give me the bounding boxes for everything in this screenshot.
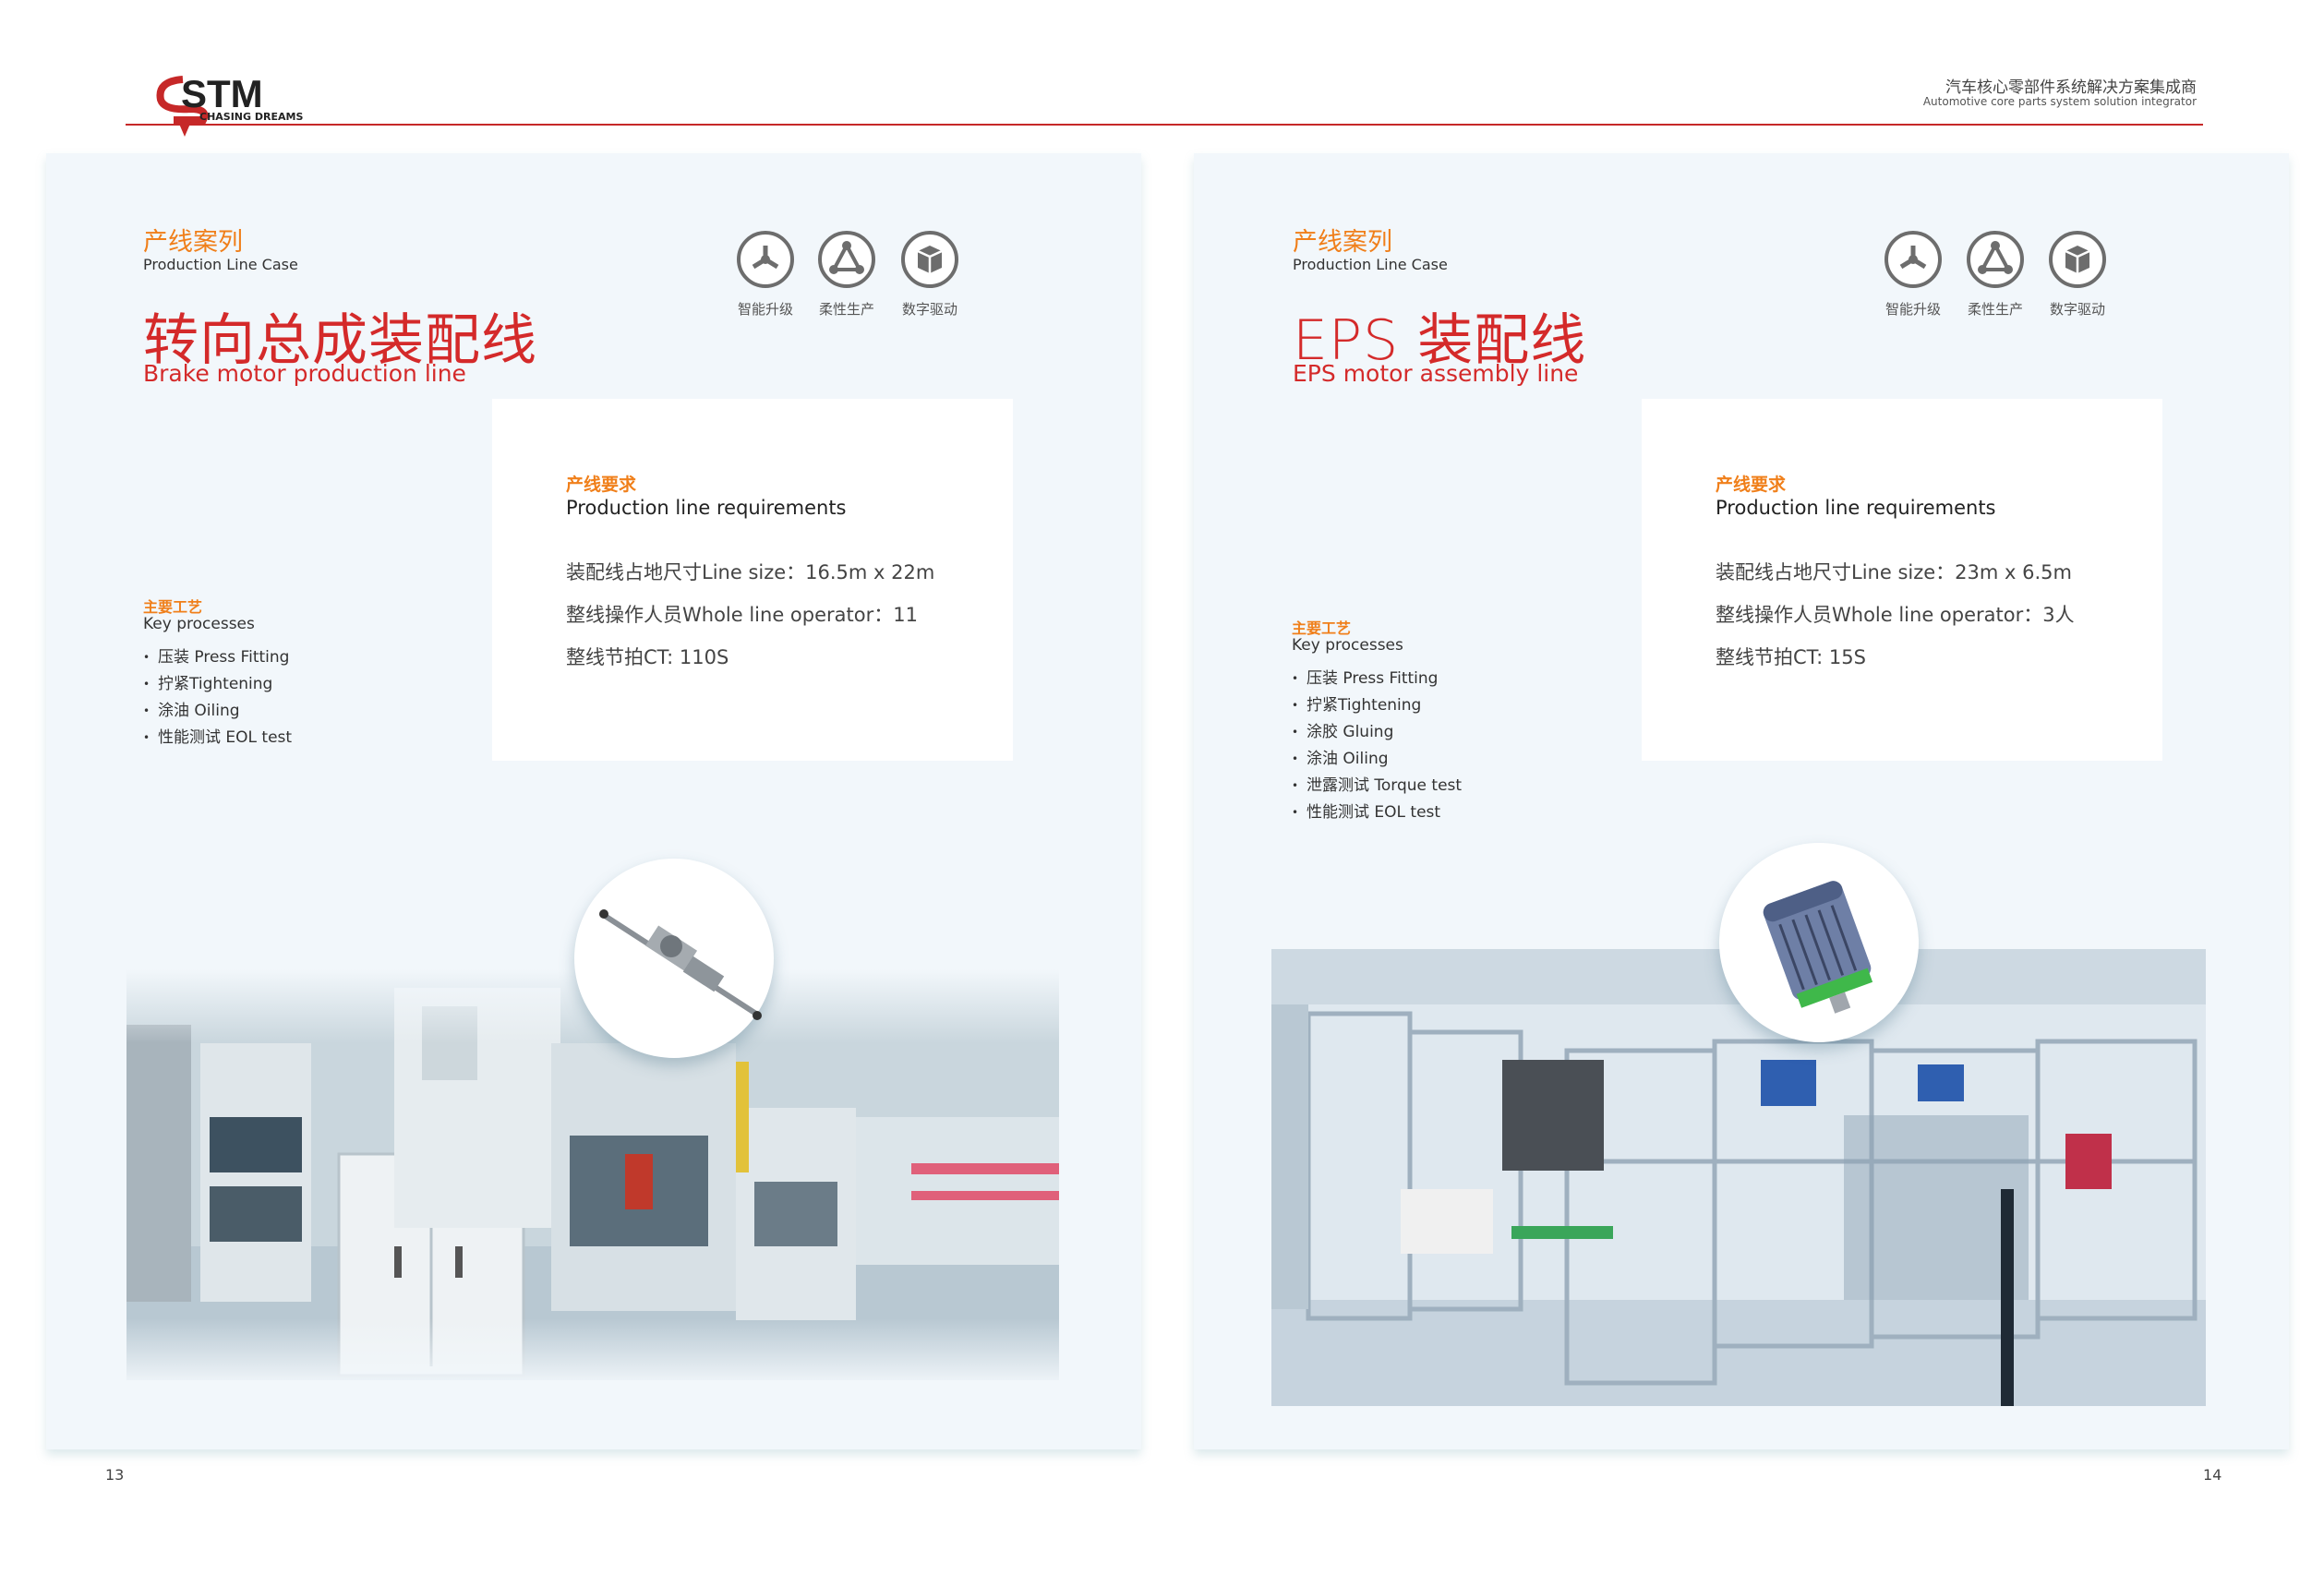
left-requirements-box: 产线要求 Production line requirements 装配线占地尺…: [492, 399, 1013, 761]
right-req-line-operator: 整线操作人员Whole line operator：3人: [1716, 604, 2075, 626]
right-key-processes-cn: 主要工艺: [1292, 619, 1352, 637]
right-key-processes-en: Key processes: [1292, 636, 1403, 655]
right-req-line-size: 装配线占地尺寸Line size：23m x 6.5m: [1716, 561, 2072, 583]
list-item: 性能测试 EOL test: [143, 725, 292, 751]
page-number-left: 13: [105, 1466, 125, 1484]
logo-text: STM: [181, 72, 263, 115]
list-item: 拧紧Tightening: [1292, 692, 1462, 719]
right-title-cn: EPS 装配线: [1293, 308, 1587, 373]
feature-digital-drive: 数字驱动: [897, 231, 962, 319]
tagline-en: Automotive core parts system solution in…: [1922, 95, 2197, 108]
list-item: 性能测试 EOL test: [1292, 800, 1462, 826]
left-req-line-operator: 整线操作人员Whole line operator：11: [566, 604, 918, 626]
feature-smart-upgrade: 智能升级: [1881, 231, 1945, 319]
stm-logo: STM CHASING DREAMS: [155, 72, 303, 142]
left-process-list: 压装 Press Fitting 拧紧Tightening 涂油 Oiling …: [143, 644, 292, 751]
feature-label: 数字驱动: [2049, 301, 2105, 318]
right-case-label-en: Production Line Case: [1293, 256, 1448, 273]
list-item: 压装 Press Fitting: [143, 644, 292, 671]
left-title-cn: 转向总成装配线: [143, 308, 537, 373]
right-req-heading-cn: 产线要求: [1716, 475, 1787, 495]
header-divider: [126, 124, 2203, 126]
right-requirements-box: 产线要求 Production line requirements 装配线占地尺…: [1642, 399, 2162, 761]
left-req-line-size: 装配线占地尺寸Line size：16.5m x 22m: [566, 561, 935, 583]
flexible-production-icon: [818, 231, 875, 288]
feature-label: 智能升级: [1884, 301, 1941, 318]
smart-upgrade-icon: [737, 231, 794, 288]
list-item: 涂油 Oiling: [1292, 746, 1462, 773]
right-process-list: 压装 Press Fitting 拧紧Tightening 涂胶 Gluing …: [1292, 666, 1462, 826]
feature-label: 柔性生产: [818, 301, 874, 318]
left-title-en: Brake motor production line: [143, 360, 466, 387]
feature-label: 智能升级: [737, 301, 793, 318]
left-req-heading-cn: 产线要求: [566, 475, 637, 495]
list-item: 拧紧Tightening: [143, 671, 292, 698]
flexible-production-icon: [1967, 231, 2024, 288]
eps-motor-product-image: [1719, 843, 1919, 1042]
feature-label: 数字驱动: [901, 301, 957, 318]
steering-rack-product-image: [574, 859, 774, 1058]
feature-flexible-production: 柔性生产: [814, 231, 879, 319]
right-req-heading-en: Production line requirements: [1716, 497, 1996, 519]
digital-drive-icon: [2049, 231, 2106, 288]
left-key-processes-cn: 主要工艺: [143, 598, 203, 616]
left-key-processes-en: Key processes: [143, 615, 255, 633]
smart-upgrade-icon: [1884, 231, 1942, 288]
feature-smart-upgrade: 智能升级: [733, 231, 798, 319]
feature-digital-drive: 数字驱动: [2045, 231, 2110, 319]
left-req-heading-en: Production line requirements: [566, 497, 847, 519]
right-req-line-ct: 整线节拍CT: 15S: [1716, 646, 1866, 668]
left-case-label-cn: 产线案列: [143, 228, 243, 257]
left-case-label-en: Production Line Case: [143, 256, 298, 273]
digital-drive-icon: [901, 231, 958, 288]
left-factory-photo: [126, 969, 1059, 1380]
right-title-en: EPS motor assembly line: [1293, 360, 1579, 387]
feature-flexible-production: 柔性生产: [1963, 231, 2028, 319]
left-req-line-ct: 整线节拍CT: 110S: [566, 646, 729, 668]
list-item: 压装 Press Fitting: [1292, 666, 1462, 692]
right-case-label-cn: 产线案列: [1293, 228, 1392, 257]
right-factory-photo: [1271, 949, 2206, 1406]
page-number-right: 14: [2203, 1466, 2222, 1484]
list-item: 涂胶 Gluing: [1292, 719, 1462, 746]
logo-tagline: CHASING DREAMS: [199, 111, 304, 123]
tagline-cn: 汽车核心零部件系统解决方案集成商: [1945, 78, 2197, 97]
list-item: 涂油 Oiling: [143, 698, 292, 725]
list-item: 泄露测试 Torque test: [1292, 773, 1462, 800]
feature-label: 柔性生产: [1967, 301, 2023, 318]
